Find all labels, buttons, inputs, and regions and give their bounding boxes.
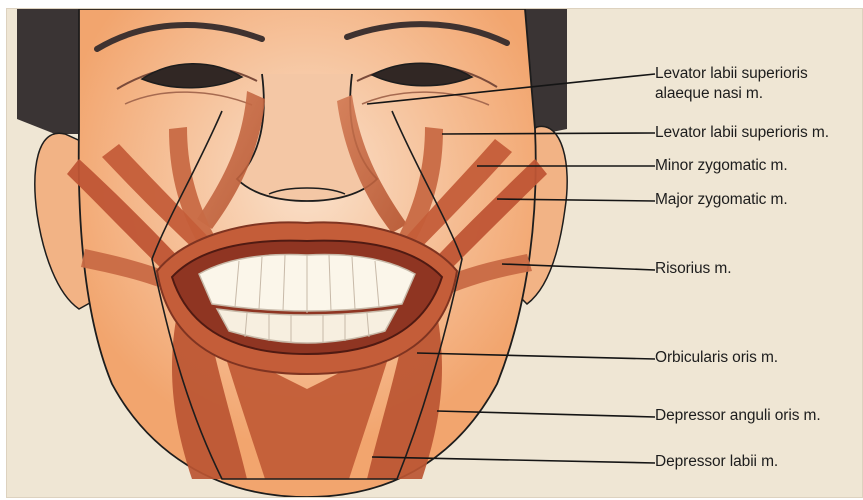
label-orbicularis-oris: Orbicularis oris m. bbox=[655, 348, 778, 368]
label-depressor-labii: Depressor labii m. bbox=[655, 452, 778, 472]
label-line-1: Levator labii superioris bbox=[655, 65, 808, 82]
label-depressor-anguli-oris: Depressor anguli oris m. bbox=[655, 406, 821, 426]
label-levator-labii-superioris: Levator labii superioris m. bbox=[655, 123, 829, 143]
label-minor-zygomatic: Minor zygomatic m. bbox=[655, 156, 788, 176]
label-major-zygomatic: Major zygomatic m. bbox=[655, 190, 788, 210]
label-line-2: alaeque nasi m. bbox=[655, 85, 763, 102]
hair-left bbox=[17, 9, 79, 134]
label-levator-labii-superioris-alaeque-nasi: Levator labii superioris alaeque nasi m. bbox=[655, 64, 863, 104]
label-risorius: Risorius m. bbox=[655, 259, 731, 279]
anatomy-poster: Levator labii superioris alaeque nasi m.… bbox=[6, 8, 863, 498]
